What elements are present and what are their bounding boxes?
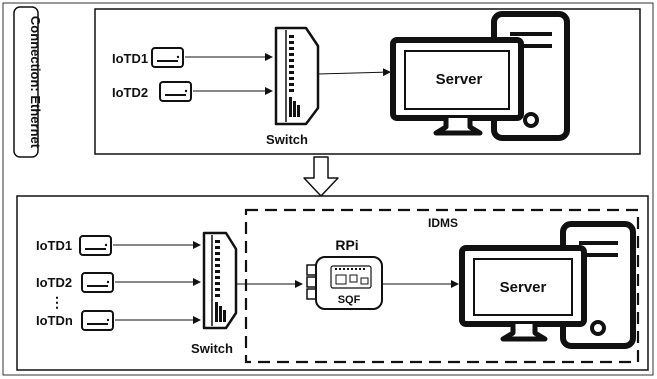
connection-label: Connection: Ethernet <box>28 16 43 149</box>
connection-label-box: Connection: Ethernet <box>13 6 43 158</box>
bottom-device-2-label: IoTD2 <box>36 275 72 290</box>
top-server-icon <box>390 11 570 141</box>
bottom-switch-label: Switch <box>191 341 233 356</box>
bottom-device-1-label: IoTD1 <box>36 238 72 253</box>
top-device-2-icon <box>159 81 192 102</box>
bottom-device-1-icon <box>79 235 112 256</box>
device-ellipsis: ⋮ <box>50 294 64 310</box>
bottom-device-n-label: IoTDn <box>36 313 73 328</box>
rpi-label: RPi <box>335 237 358 253</box>
down-arrow-icon <box>303 156 339 197</box>
idms-label: IDMS <box>428 216 458 230</box>
sqf-label: SQF <box>338 294 361 306</box>
bottom-panel: IDMS IoTD1 IoTD2 ⋮ IoTDn <box>16 195 649 371</box>
bottom-switch-icon <box>202 231 238 330</box>
top-switch-server-link <box>317 68 391 77</box>
rpi-board-icon <box>306 256 383 310</box>
bottom-device-2-icon <box>81 272 114 293</box>
top-switch-label: Switch <box>266 132 308 147</box>
top-panel: IoTD1 IoTD2 <box>94 8 641 155</box>
top-device-1-label: IoTD1 <box>112 51 148 66</box>
top-device-1-icon <box>151 47 184 68</box>
bottom-server-icon <box>459 221 636 349</box>
bottom-server-label: Server <box>500 279 547 296</box>
bottom-device-n-icon <box>81 310 114 331</box>
top-server-label: Server <box>436 71 483 88</box>
top-device-2-label: IoTD2 <box>112 85 148 100</box>
idms-boundary <box>244 208 640 364</box>
outer-frame <box>2 2 654 376</box>
top-switch-icon <box>274 26 320 126</box>
